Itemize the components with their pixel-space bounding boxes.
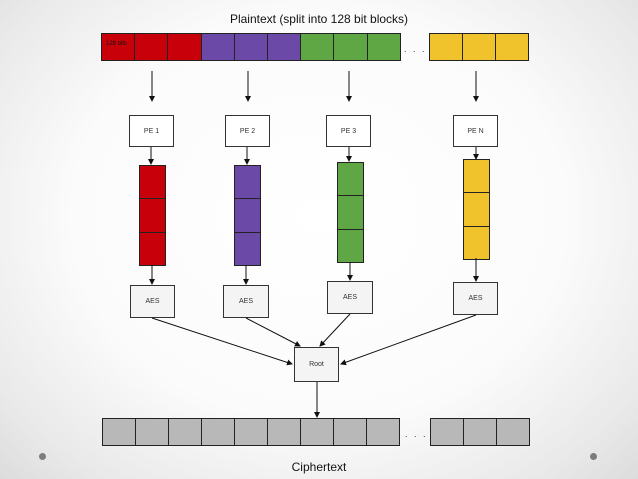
pe-1-box: PE 1 <box>129 115 174 147</box>
first-block-label: 128 bits <box>106 41 128 47</box>
pe-stack-block <box>463 225 490 260</box>
pe-stack-block <box>337 228 364 263</box>
pe-stack-block <box>337 195 364 230</box>
ciphertext-block <box>366 418 400 446</box>
arrow-aes3-to-root <box>319 313 351 347</box>
slide-corner-dot-right <box>590 453 597 460</box>
pe-stack-block <box>234 231 261 266</box>
root-box: Root <box>294 347 339 382</box>
ciphertext-block <box>135 418 169 446</box>
ciphertext-ellipsis: . . . <box>405 429 428 439</box>
plaintext-block <box>462 33 496 61</box>
plaintext-block <box>267 33 302 61</box>
plaintext-block <box>233 33 268 61</box>
slide-corner-dot-left <box>39 453 46 460</box>
ciphertext-block <box>102 418 136 446</box>
arrow-aes1-to-root <box>151 317 293 366</box>
pe-2-box: PE 2 <box>225 115 270 147</box>
ciphertext-block <box>201 418 235 446</box>
ciphertext-block <box>267 418 301 446</box>
plaintext-block <box>429 33 463 61</box>
arrow-aes2-to-root <box>245 317 301 347</box>
pe-stack-block <box>463 192 490 227</box>
diagram-title: Plaintext (split into 128 bit blocks) <box>229 12 409 26</box>
plaintext-block <box>366 33 401 61</box>
aes-n-box: AES <box>453 282 498 315</box>
ciphertext-block <box>496 418 530 446</box>
aes-1-box: AES <box>130 285 175 318</box>
pe-3-box: PE 3 <box>326 115 371 147</box>
pe-stack-block <box>234 198 261 233</box>
plaintext-block <box>134 33 169 61</box>
plaintext-block <box>495 33 529 61</box>
plaintext-ellipsis: . . . <box>404 44 427 54</box>
pe-stack-block <box>139 231 166 266</box>
arrow-aesn-to-root <box>340 314 477 366</box>
pe-n-box: PE N <box>453 115 498 147</box>
aes-3-box: AES <box>327 281 373 314</box>
plaintext-block <box>300 33 335 61</box>
aes-2-box: AES <box>223 285 269 318</box>
diagram-caption: Ciphertext <box>291 460 347 474</box>
ciphertext-block <box>168 418 202 446</box>
